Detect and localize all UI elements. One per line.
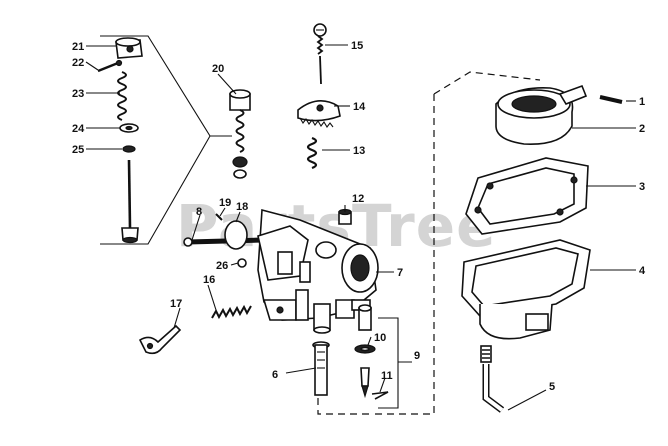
callout-17: 17 [170,298,182,310]
part-inlet-seat[interactable] [358,304,372,331]
part-26-washer[interactable] [237,258,247,268]
part-5-drain-tube[interactable] [480,345,505,413]
part-4-float-bowl[interactable] [461,239,591,340]
part-24-washer[interactable] [119,123,139,133]
part-needle-valve[interactable] [121,159,139,244]
part-18-throttle-plate[interactable] [224,220,248,250]
callout-8: 8 [196,206,202,218]
callout-18: 18 [236,201,248,213]
callout-24: 24 [72,123,85,135]
part-23-spring[interactable] [117,71,127,121]
part-17-choke-lever[interactable] [138,324,182,355]
callout-15: 15 [351,40,363,52]
bracket-9 [378,317,412,409]
callout-20: 20 [212,63,224,75]
callout-1: 1 [639,96,645,108]
part-2-float[interactable] [495,84,588,145]
part-1-hinge-pin[interactable] [599,95,623,104]
callout-3: 3 [639,181,645,193]
callout-7: 7 [397,267,403,279]
part-3-gasket[interactable] [465,157,589,235]
callout-22: 22 [72,57,84,69]
part-6-main-nozzle[interactable] [312,341,330,396]
part-11-clip[interactable] [371,391,389,400]
bracket-lines [100,35,232,245]
callout-5: 5 [549,381,555,393]
part-14-throttle-cam[interactable] [297,100,341,128]
callout-9: 9 [414,350,420,362]
callout-23: 23 [72,88,84,100]
part-22-screw[interactable] [97,59,123,73]
callout-25: 25 [72,144,84,156]
callout-labels: 1 2 3 4 5 6 7 8 9 10 11 12 13 14 15 16 1… [72,40,646,393]
part-10-gasket[interactable] [354,344,376,354]
part-8-throttle-shaft[interactable] [183,237,263,247]
part-13-spring[interactable] [306,136,318,170]
callout-21: 21 [72,41,84,53]
callout-6: 6 [272,369,278,381]
part-inlet-needle[interactable] [360,367,370,399]
callout-11: 11 [381,370,393,382]
dashed-assembly-line [372,71,541,415]
callout-14: 14 [353,101,366,113]
part-19-screw [215,213,223,221]
leader-lines [85,44,636,411]
callout-10: 10 [374,332,386,344]
part-25-o-ring[interactable] [122,145,136,153]
callout-2: 2 [639,123,645,135]
callout-4: 4 [639,265,646,277]
callout-16: 16 [203,274,215,286]
part-20-adjusting-screw[interactable] [229,89,251,179]
dashed-guide-6 [317,398,372,415]
callout-26: 26 [216,260,228,272]
callout-12: 12 [352,193,364,205]
part-7-carburetor-body[interactable] [257,208,379,334]
part-16-spring[interactable] [211,304,252,320]
callout-19: 19 [219,197,231,209]
part-15-idle-screw[interactable] [313,23,327,85]
callout-13: 13 [353,145,365,157]
part-21-cap-nut[interactable] [115,37,143,59]
